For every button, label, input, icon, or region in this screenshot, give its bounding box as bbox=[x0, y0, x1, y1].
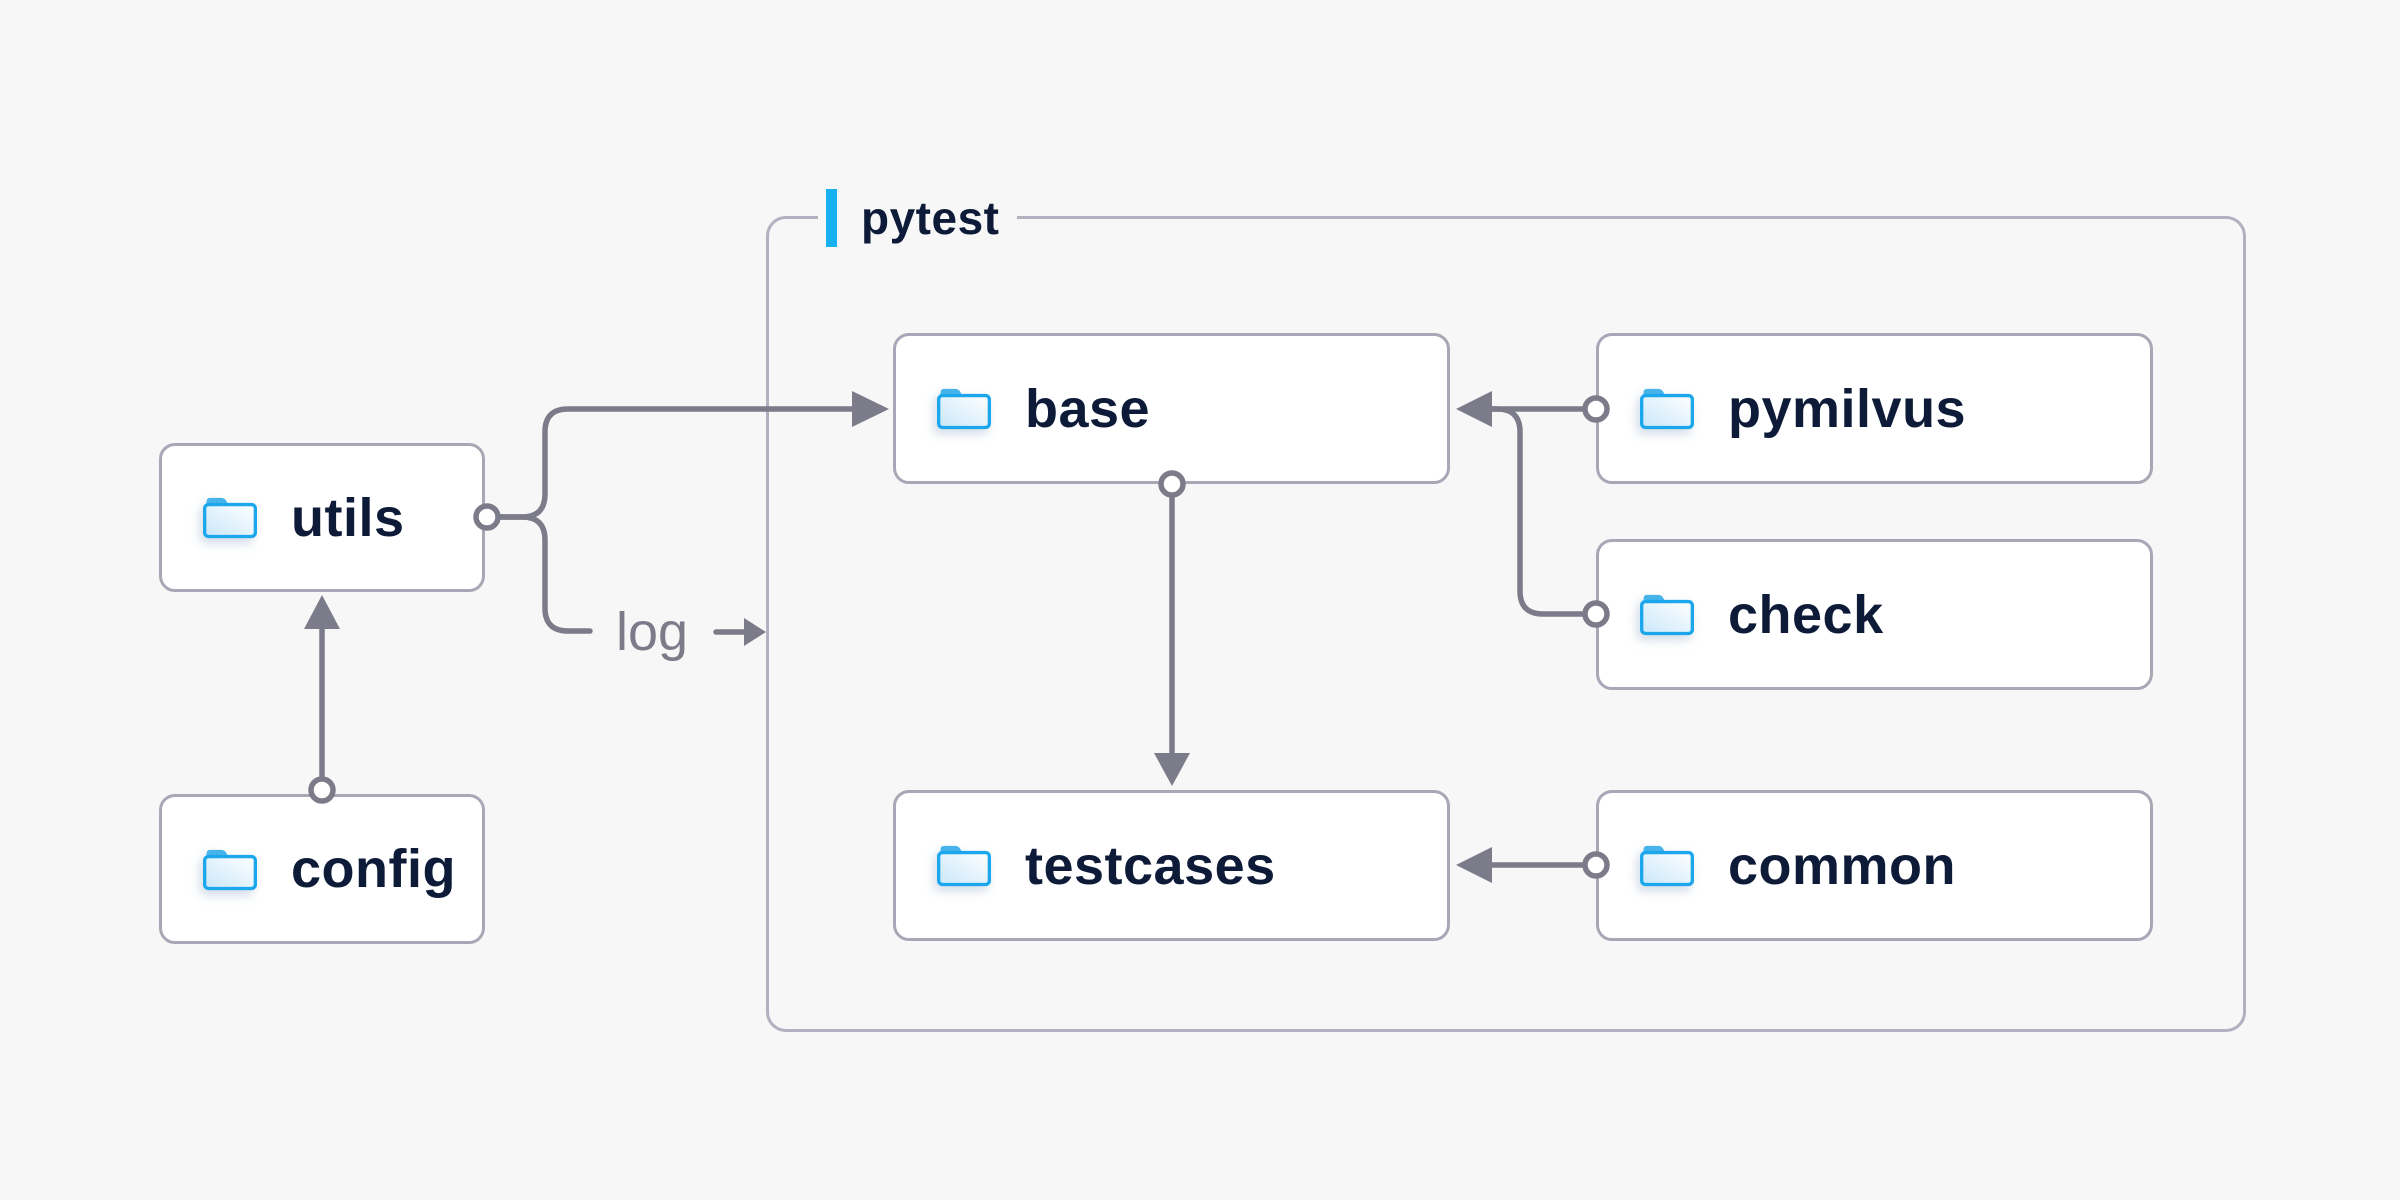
folder-icon bbox=[1640, 387, 1695, 430]
node-pymilvus: pymilvus bbox=[1596, 333, 2153, 484]
node-label: utils bbox=[291, 487, 405, 548]
node-utils: utils bbox=[159, 443, 485, 592]
node-testcases: testcases bbox=[893, 790, 1450, 941]
pytest-group-container bbox=[766, 216, 2246, 1032]
folder-icon bbox=[937, 844, 992, 887]
node-label: pymilvus bbox=[1728, 378, 1967, 439]
folder-icon bbox=[937, 387, 992, 430]
node-label: testcases bbox=[1025, 835, 1276, 896]
folder-icon bbox=[1640, 593, 1695, 636]
accent-bar bbox=[826, 189, 837, 247]
group-title: pytest bbox=[861, 192, 1000, 244]
node-base: base bbox=[893, 333, 1450, 484]
folder-icon bbox=[1640, 844, 1695, 887]
node-common: common bbox=[1596, 790, 2153, 941]
node-label: config bbox=[291, 839, 456, 899]
folder-icon bbox=[203, 847, 258, 890]
pytest-group-label: pytest bbox=[818, 186, 1018, 250]
node-label: base bbox=[1025, 378, 1151, 439]
arrowhead-icon bbox=[304, 595, 340, 629]
node-label: check bbox=[1728, 584, 1884, 645]
arrowhead-icon bbox=[744, 618, 766, 646]
edge-config-utils bbox=[304, 595, 340, 804]
edge-label-log: log bbox=[615, 602, 689, 662]
node-config: config bbox=[159, 794, 485, 944]
node-check: check bbox=[1596, 539, 2153, 690]
node-label: common bbox=[1728, 835, 1957, 896]
folder-icon bbox=[203, 496, 258, 539]
